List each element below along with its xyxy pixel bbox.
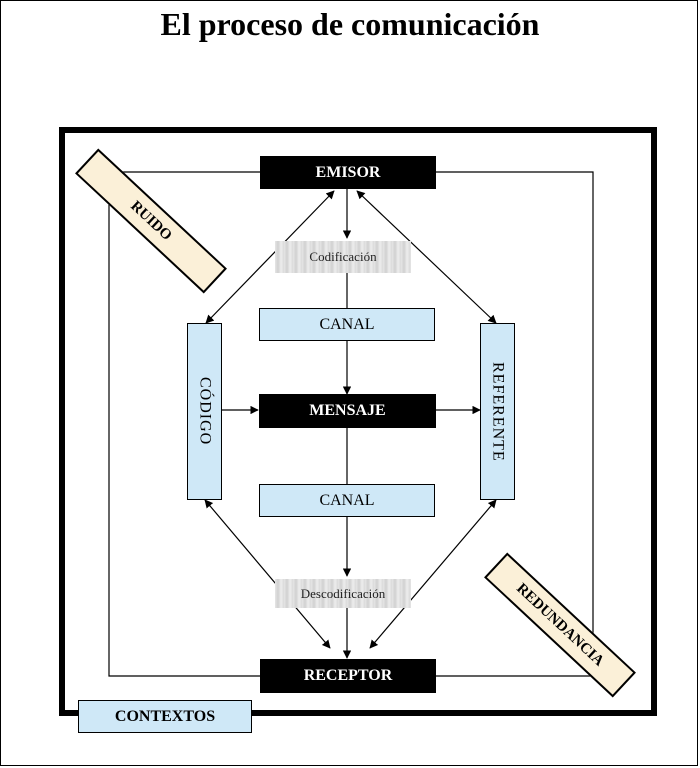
receptor-box: RECEPTOR <box>260 659 436 693</box>
canal-bottom-box: CANAL <box>259 484 435 517</box>
canal-top-box: CANAL <box>259 308 435 341</box>
codigo-box: CÓDIGO <box>187 323 222 500</box>
descodificacion-box: Descodificación <box>275 579 411 608</box>
codificacion-box: Codificación <box>275 241 411 273</box>
diagram-frame <box>59 127 657 716</box>
loop-right-line <box>436 171 594 677</box>
codigo-label: CÓDIGO <box>196 377 214 446</box>
referente-label: REFERENTE <box>489 361 507 462</box>
page-title: El proceso de comunicación <box>160 6 540 42</box>
mensaje-box: MENSAJE <box>259 394 436 428</box>
arrow-codigo-receptor <box>204 499 331 649</box>
emisor-box: EMISOR <box>260 156 436 189</box>
arrow-emisor-codigo <box>205 190 335 324</box>
arrow-emisor-referente <box>356 190 497 324</box>
loop-left-line <box>108 171 260 677</box>
referente-box: REFERENTE <box>480 323 515 500</box>
contextos-box: CONTEXTOS <box>78 700 252 733</box>
arrow-referente-receptor <box>369 499 497 649</box>
